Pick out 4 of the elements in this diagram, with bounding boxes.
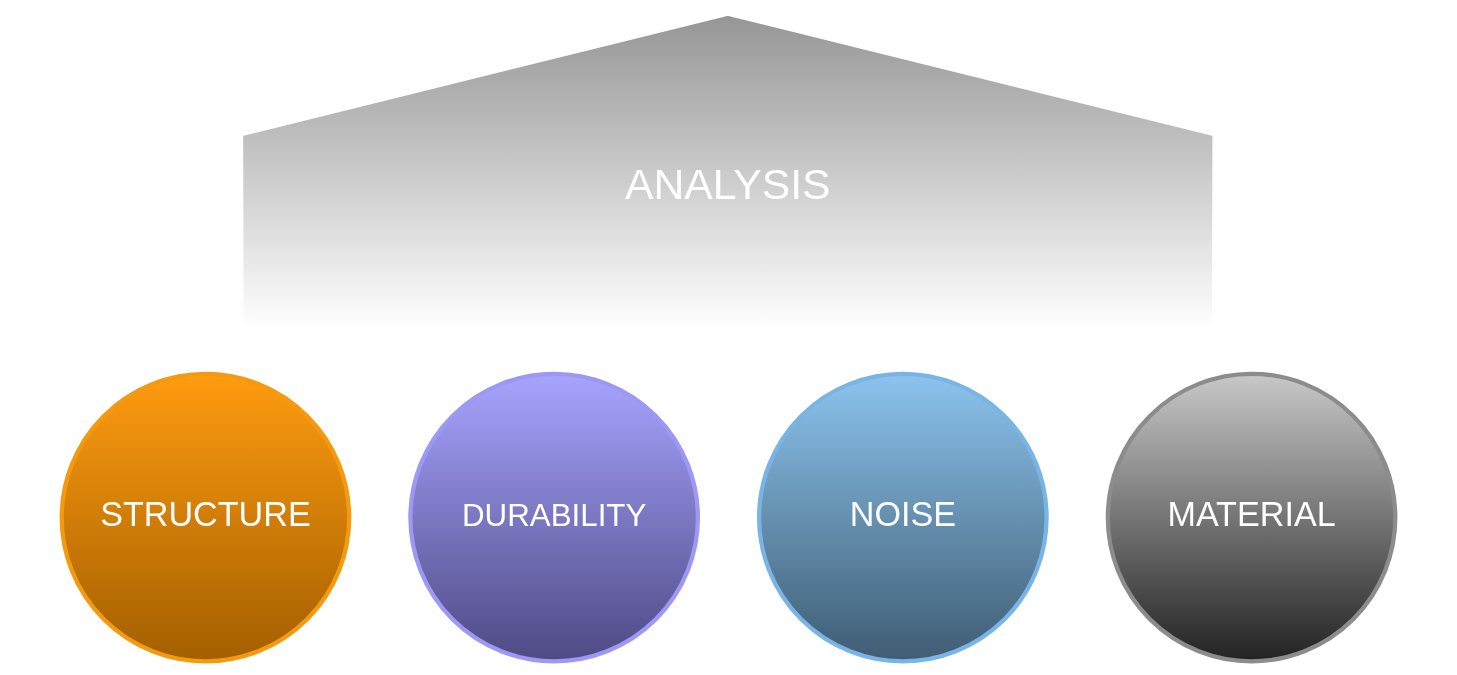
node-circle: NOISE — [756, 371, 1049, 664]
node-circle: MATERIAL — [1105, 371, 1398, 664]
node-circle: STRUCTURE — [59, 371, 352, 664]
node-circle: DURABILITY — [408, 371, 701, 664]
